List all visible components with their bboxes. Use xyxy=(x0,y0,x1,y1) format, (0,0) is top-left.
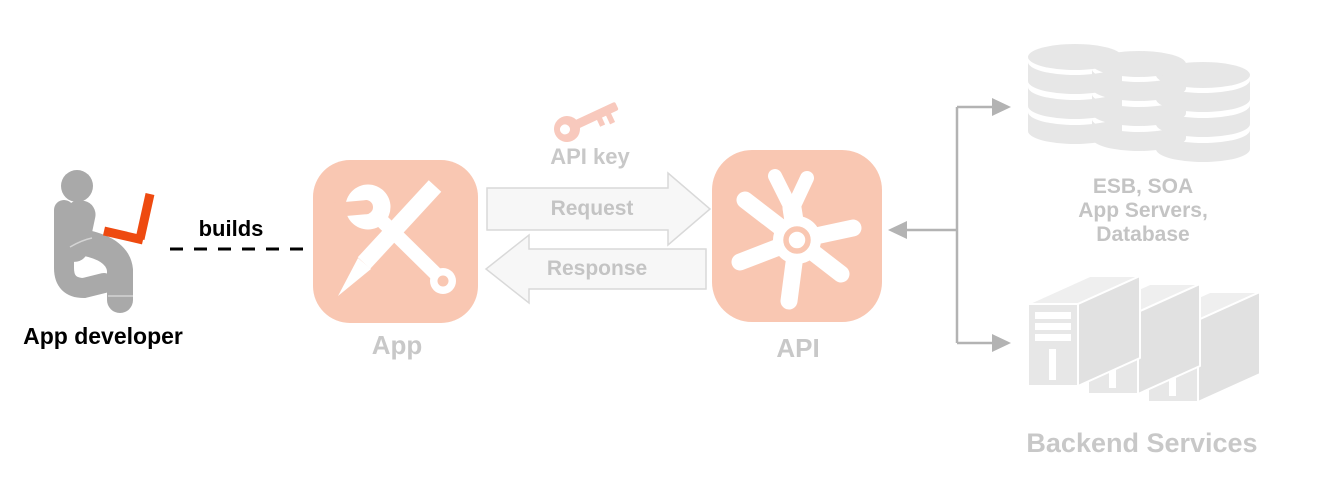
laptop-icon xyxy=(102,193,155,245)
server-towers-icon xyxy=(1027,275,1261,403)
app-developer-label: App developer xyxy=(23,323,183,349)
app-icon xyxy=(313,160,478,323)
request-arrow-label: Request xyxy=(550,197,634,220)
person-at-laptop-icon xyxy=(54,170,155,313)
request-arrow xyxy=(486,171,712,247)
backend-services-label: Backend Services xyxy=(1026,428,1258,458)
api-node-label: API xyxy=(776,333,820,363)
response-arrow-label: Response xyxy=(546,257,648,280)
pinwheel-gear-icon xyxy=(731,169,862,310)
esb-soa-label: ESB, SOA App Servers, Database xyxy=(1078,175,1208,246)
backend-connector-lines xyxy=(906,105,993,345)
pencil-icon xyxy=(338,180,442,296)
connector-arrowheads xyxy=(888,98,1011,352)
key-icon xyxy=(554,102,619,142)
database-stack-icon xyxy=(1028,44,1250,162)
builds-label: builds xyxy=(198,216,264,241)
app-node-label: App xyxy=(371,330,423,360)
response-arrow xyxy=(484,233,707,305)
api-key-label: API key xyxy=(550,144,630,169)
api-icon xyxy=(712,150,882,322)
